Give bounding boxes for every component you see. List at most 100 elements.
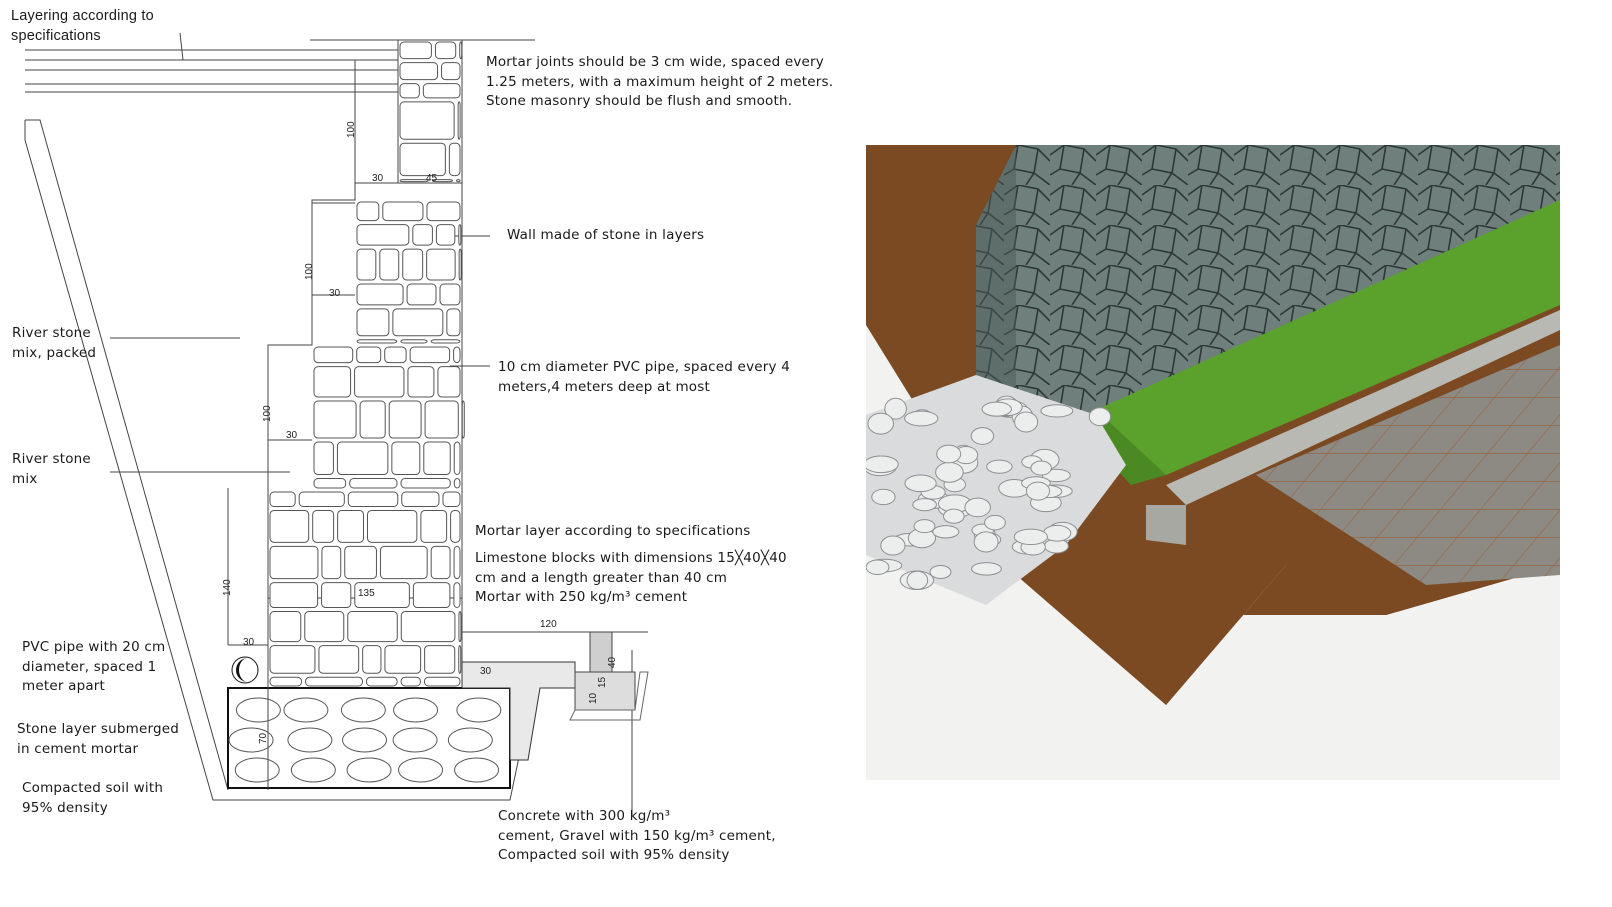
dim-slab-w: 120 [540, 619, 557, 630]
stone-block [407, 366, 435, 398]
gabion-stone [866, 559, 890, 575]
gabion-stone [943, 508, 965, 524]
gabion-stone [913, 519, 936, 534]
stone-block [409, 346, 451, 364]
gabion-stone [970, 427, 995, 445]
stone-block [401, 491, 440, 507]
gabion-stone [1025, 481, 1051, 501]
footing-stone [287, 727, 333, 753]
grass [1096, 200, 1560, 475]
gabion-stone [929, 565, 952, 579]
stone-block [269, 545, 319, 580]
stone-block [313, 366, 352, 398]
label-stone-layer: Stone layer submerged in cement mortar [17, 721, 180, 757]
stone-block [305, 676, 363, 687]
gabion-stone [1014, 411, 1039, 433]
stone-block [379, 248, 400, 281]
gabion-stone [1040, 404, 1074, 418]
stone-block [453, 346, 461, 364]
stone-block [442, 491, 461, 507]
dim-top-w2: 45 [426, 173, 438, 184]
gabion-stone [871, 488, 896, 506]
gabion-stone [884, 397, 907, 420]
stone-block [392, 308, 444, 337]
footing-stone [340, 697, 386, 723]
label-concrete: Concrete with 300 kg/m³ cement, Gravel w… [498, 808, 776, 863]
footing-stone [290, 757, 336, 783]
stone-block [321, 545, 342, 580]
stone-block [356, 224, 410, 246]
stone-block [400, 676, 421, 687]
gabion-stone [971, 562, 1002, 576]
label-pvc-10: 10 cm diameter PVC pipe, spaced every 4 … [498, 359, 790, 395]
stone-block [412, 582, 451, 609]
stone-block [304, 611, 345, 643]
gabion-stone [964, 497, 991, 518]
stone-block [347, 491, 399, 507]
dim-mid-height: 100 [304, 263, 315, 280]
footing-stone [447, 727, 493, 753]
dim-low-height: 100 [262, 405, 273, 422]
stone-block [365, 676, 398, 687]
footing-stone [398, 757, 444, 783]
stone-block [269, 582, 319, 609]
footing [227, 687, 511, 789]
stone-block [400, 339, 428, 344]
label-wall-layers: Wall made of stone in layers [507, 227, 705, 243]
stone-block [426, 248, 456, 281]
dim-low-w: 30 [286, 430, 298, 441]
stone-block [458, 611, 462, 643]
stone-block [354, 366, 405, 398]
stone-block [446, 308, 461, 337]
gabion-stone [866, 455, 899, 474]
footing-stone [456, 697, 502, 723]
stone-block [399, 101, 455, 140]
stone-block [420, 509, 448, 543]
stone-block [399, 41, 432, 60]
stone-block [424, 645, 456, 674]
stone-block [453, 582, 461, 609]
excavation-slope [25, 119, 229, 791]
dim-curb-b: 15 [597, 676, 608, 688]
curb-3d [1166, 310, 1560, 505]
stone-block [379, 545, 428, 580]
stone-block [431, 179, 454, 183]
label-mortar-joints: Mortar joints should be 3 cm wide, space… [486, 54, 834, 109]
wall-3d-render [866, 145, 1560, 780]
label-river-mix: River stone mix [12, 451, 91, 487]
stone-block [356, 346, 382, 364]
stone-block [459, 41, 463, 60]
stone-block [337, 509, 364, 543]
stone-block [321, 582, 352, 609]
footing-stone [454, 757, 500, 783]
dimension-labels: 100 30 45 100 30 100 30 140 30 135 70 12… [222, 121, 618, 744]
stone-block [349, 478, 398, 489]
gabion-stone [1042, 524, 1072, 542]
dim-base-w: 30 [243, 637, 255, 648]
footing-stone [392, 727, 438, 753]
stone-block [384, 346, 407, 364]
stone-block [399, 142, 446, 177]
gabion-stone [1088, 407, 1112, 427]
label-limestone: Limestone blocks with dimensions 15╳40╳4… [475, 550, 787, 605]
stone-block [354, 582, 410, 609]
stone-block [347, 611, 398, 643]
stone-block [384, 645, 422, 674]
dim-top-w1: 30 [372, 173, 384, 184]
stone-block [356, 201, 380, 222]
stone-block [366, 509, 418, 543]
stone-block [313, 400, 357, 439]
stone-block [391, 441, 421, 476]
gabion-stone [904, 474, 937, 493]
footing-stone [342, 727, 388, 753]
stone-block [269, 645, 316, 674]
stone-block [412, 224, 433, 246]
footing-stone [283, 697, 329, 723]
stone-block [406, 283, 437, 306]
stone-block [423, 441, 451, 476]
stone-block [269, 491, 296, 507]
stone-block [437, 366, 461, 398]
stone-block [448, 142, 461, 177]
label-river-packed: River stone mix, packed [12, 325, 97, 361]
gabion-stone [973, 531, 999, 553]
